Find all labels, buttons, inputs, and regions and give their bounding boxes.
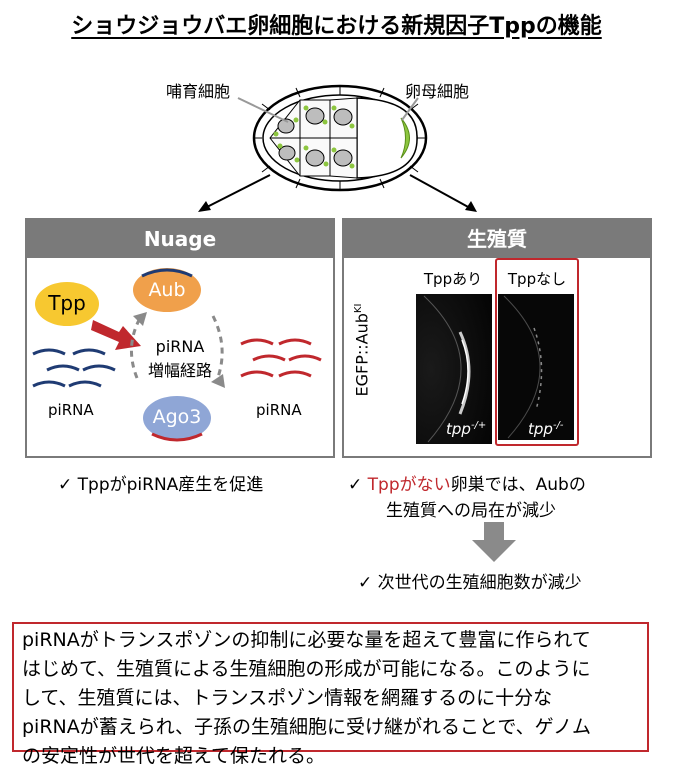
- down-arrow: [472, 522, 516, 562]
- oocyte-label: 卵母細胞: [405, 82, 470, 101]
- genotype-het-label: tpp-/+: [446, 420, 486, 438]
- egfp-aub-text: EGFP::Aub: [352, 313, 372, 397]
- germ-plasm-note-red: Tppがない: [367, 475, 451, 495]
- ago3-label: Ago3: [152, 406, 202, 428]
- germ-plasm-panel-header: 生殖質: [344, 220, 650, 258]
- summary-box: piRNAがトランスポゾンの抑制に必要な量を超えて豊富に作られて はじめて、生殖…: [12, 622, 649, 767]
- summary-line-5: の安定性が世代を超えて保たれる。: [22, 745, 326, 767]
- summary-line-2: はじめて、生殖質による生殖細胞の形成が可能になる。このように: [22, 658, 591, 680]
- page-title: ショウジョウバエ卵細胞における新規因子Tppの機能: [71, 14, 602, 39]
- pathway-label-line2: 増幅経路: [147, 361, 212, 380]
- genotype-null-sup: -/-: [552, 420, 564, 431]
- micrograph-tpp-null: [498, 294, 574, 440]
- tpp-null-frame: [495, 258, 579, 446]
- summary-line-1: piRNAがトランスポゾンの抑制に必要な量を超えて豊富に作られて: [22, 629, 591, 651]
- egfp-aub-superscript: KI: [353, 303, 365, 314]
- germ-plasm-check: ✓: [348, 475, 363, 495]
- nurse-cell-label: 哺育細胞: [166, 82, 231, 101]
- summary-line-3: して、生殖質には、トランスポゾン情報を網羅するのに十分な: [22, 687, 553, 709]
- genotype-het-sup: -/+: [470, 420, 487, 431]
- col-label-without-tpp: Tppなし: [507, 270, 567, 288]
- egfp-aub-axis-label: EGFP::AubKI: [353, 280, 372, 420]
- germ-plasm-note-line1: ✓ Tppがない卵巣では、Aubの: [348, 470, 586, 495]
- nuage-diagram: [32, 268, 322, 442]
- summary-line-4: piRNAが蓄えられ、子孫の生殖細胞に受け継がれることで、ゲノム: [22, 716, 592, 738]
- result-note: ✓ 次世代の生殖細胞数が減少: [358, 573, 582, 593]
- pirna-left-label: piRNA: [48, 401, 94, 419]
- germ-plasm-note-line2: 生殖質への局在が減少: [386, 501, 556, 521]
- genotype-het-text: tpp: [446, 420, 471, 438]
- micrograph-tpp-het: [416, 294, 492, 444]
- germ-plasm-note-rest: 卵巣では、Aubの: [450, 475, 586, 495]
- tpp-label: Tpp: [48, 291, 86, 315]
- aub-label: Aub: [148, 279, 186, 301]
- nuage-panel-header: Nuage: [27, 220, 333, 258]
- genotype-null-text: tpp: [528, 420, 553, 438]
- genotype-null-label: tpp-/-: [528, 420, 564, 438]
- egg-chamber-diagram: [198, 84, 477, 212]
- col-label-with-tpp: Tppあり: [423, 270, 483, 288]
- pirna-right-label: piRNA: [256, 401, 302, 419]
- nuage-note: ✓ TppがpiRNA産生を促進: [58, 475, 264, 495]
- pathway-label-line1: piRNA: [155, 337, 205, 356]
